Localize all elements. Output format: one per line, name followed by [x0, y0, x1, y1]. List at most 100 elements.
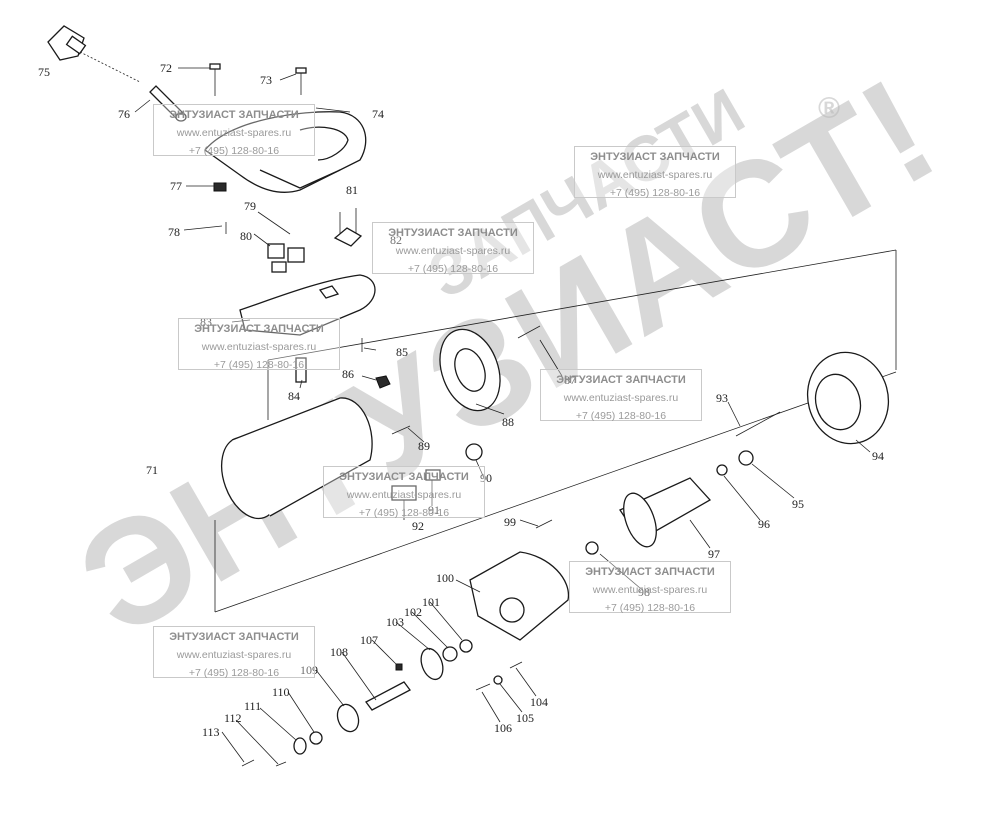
label-81: 81 [346, 183, 358, 197]
label-77: 77 [170, 179, 182, 193]
part-90-bearing [465, 443, 483, 461]
part-107-key [395, 663, 403, 671]
label-87: 87 [564, 373, 576, 387]
label-98: 98 [638, 585, 650, 599]
part-88-fan-baffle [439, 328, 501, 412]
part-96-washer [716, 464, 728, 476]
part-100-gear-plate [469, 551, 570, 641]
label-93: 93 [716, 391, 728, 405]
label-78: 78 [168, 225, 180, 239]
label-112: 112 [224, 711, 242, 725]
label-92: 92 [412, 519, 424, 533]
stamp-site: www.entuziast-spares.ru [201, 341, 317, 353]
part-86-clip [375, 375, 391, 389]
label-91: 91 [428, 503, 440, 517]
part-105-washer [493, 675, 503, 685]
label-110: 110 [272, 685, 290, 699]
stamp-title: ЭНТУЗИАСТ ЗАПЧАСТИ [169, 631, 299, 643]
label-101: 101 [422, 595, 440, 609]
label-108: 108 [330, 645, 348, 659]
part-number-labels: 71 72 73 74 75 76 77 78 79 80 81 82 83 8… [38, 61, 884, 739]
stamp-phone: +7 (495) 128-80-16 [575, 410, 667, 422]
stamp-site: www.entuziast-spares.ru [592, 584, 708, 596]
stamp-phone: +7 (495) 128-80-16 [213, 359, 305, 371]
contact-stamp: ЭНТУЗИАСТ ЗАПЧАСТИ www.entuziast-spares.… [323, 466, 485, 519]
part-95-bearing [738, 450, 754, 466]
label-82: 82 [390, 233, 402, 247]
label-71: 71 [146, 463, 158, 477]
label-74: 74 [372, 107, 384, 121]
part-91-bushing [425, 469, 441, 481]
label-88: 88 [502, 415, 514, 429]
label-109: 109 [300, 663, 318, 677]
stamp-title: ЭНТУЗИАСТ ЗАПЧАСТИ [194, 323, 324, 335]
part-71-motor-housing [221, 397, 373, 520]
registered-mark: ® [818, 92, 840, 125]
part-84-switch [295, 357, 307, 383]
label-113: 113 [202, 725, 220, 739]
part-99-screw [535, 519, 553, 529]
label-72: 72 [160, 61, 172, 75]
label-103: 103 [386, 615, 404, 629]
part-94-stator [806, 351, 890, 445]
part-73-screw [295, 67, 307, 95]
stamp-phone: +7 (495) 128-80-16 [188, 145, 280, 157]
part-77-clamp [213, 182, 227, 192]
part-108-spindle [365, 681, 411, 711]
label-85: 85 [396, 345, 408, 359]
stamp-site: www.entuziast-spares.ru [563, 392, 679, 404]
label-76: 76 [118, 107, 130, 121]
label-107: 107 [360, 633, 378, 647]
contact-stamp: ЭНТУЗИАСТ ЗАПЧАСТИ www.entuziast-spares.… [153, 104, 315, 157]
part-113-screw [241, 759, 255, 767]
label-96: 96 [758, 517, 770, 531]
stamp-site: www.entuziast-spares.ru [395, 245, 511, 257]
stamp-title: ЭНТУЗИАСТ ЗАПЧАСТИ [585, 566, 715, 578]
contact-stamp: ЭНТУЗИАСТ ЗАПЧАСТИ www.entuziast-spares.… [569, 561, 731, 614]
part-101-bearing [459, 639, 473, 653]
label-80: 80 [240, 229, 252, 243]
stamp-title: ЭНТУЗИАСТ ЗАПЧАСТИ [339, 471, 469, 483]
part-112-screw [275, 761, 287, 767]
part-103-large-gear [420, 647, 444, 681]
part-98-bearing [585, 541, 599, 555]
label-99: 99 [504, 515, 516, 529]
part-104-pin [509, 661, 523, 669]
part-109-flange [336, 703, 360, 733]
part-106-screw [475, 683, 491, 691]
label-104: 104 [530, 695, 548, 709]
contact-stamp: ЭНТУЗИАСТ ЗАПЧАСТИ www.entuziast-spares.… [372, 222, 534, 275]
stamp-phone: +7 (495) 128-80-16 [188, 667, 280, 679]
part-75-cord-plug [47, 25, 141, 83]
part-102-gear [442, 646, 458, 662]
contact-stamp: ЭНТУЗИАСТ ЗАПЧАСТИ www.entuziast-spares.… [574, 146, 736, 199]
stamp-title: ЭНТУЗИАСТ ЗАПЧАСТИ [590, 151, 720, 163]
label-106: 106 [494, 721, 512, 735]
part-111-washer [293, 737, 307, 755]
stamp-phone: +7 (495) 128-80-16 [604, 602, 696, 614]
stamp-site: www.entuziast-spares.ru [176, 649, 292, 661]
leader-lines [134, 67, 871, 765]
label-84: 84 [288, 389, 300, 403]
label-94: 94 [872, 449, 884, 463]
part-76-cord-guard [149, 85, 187, 122]
part-74-handle [204, 111, 367, 193]
stamp-site: www.entuziast-spares.ru [176, 127, 292, 139]
part-81-82-brush-holders [333, 208, 363, 247]
label-105: 105 [516, 711, 534, 725]
label-73: 73 [260, 73, 272, 87]
label-90: 90 [480, 471, 492, 485]
label-100: 100 [436, 571, 454, 585]
part-97-armature [619, 477, 712, 548]
label-111: 111 [244, 699, 261, 713]
label-97: 97 [708, 547, 720, 561]
stamp-site: www.entuziast-spares.ru [346, 489, 462, 501]
stamp-title: ЭНТУЗИАСТ ЗАПЧАСТИ [388, 227, 518, 239]
part-72-screw [209, 63, 221, 96]
stamp-phone: +7 (495) 128-80-16 [407, 263, 499, 275]
part-83-switch-base [239, 274, 376, 336]
stamp-title: ЭНТУЗИАСТ ЗАПЧАСТИ [556, 374, 686, 386]
assembly-frame [214, 249, 897, 613]
stamp-title: ЭНТУЗИАСТ ЗАПЧАСТИ [169, 109, 299, 121]
